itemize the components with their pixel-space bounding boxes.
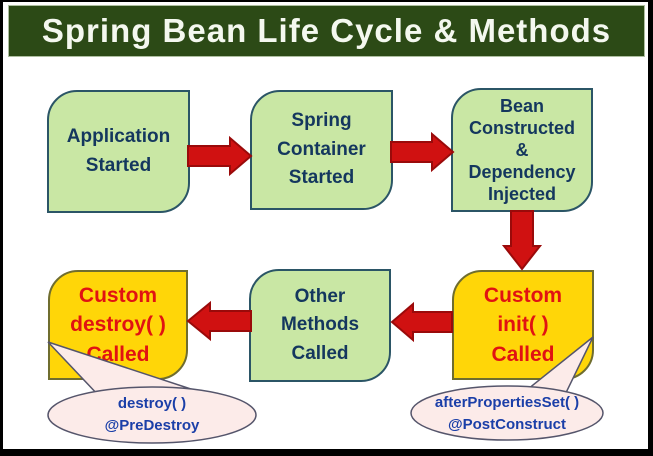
box-other-methods-called: Other Methods Called [249, 269, 391, 382]
callout-line: afterPropertiesSet( ) [434, 393, 580, 411]
box-line: & [515, 139, 529, 160]
title-banner: Spring Bean Life Cycle & Methods [8, 5, 645, 57]
box-line: Other [294, 285, 346, 307]
box-line: Injected [487, 184, 557, 205]
page-title: Spring Bean Life Cycle & Methods [41, 12, 612, 49]
box-bean-constructed: Bean Constructed & Dependency Injected [451, 88, 593, 212]
box-line: init( ) [497, 313, 549, 337]
box-line: Constructed [468, 117, 575, 138]
arrow-other-to-destroy-icon [186, 300, 252, 342]
box-line: Called [86, 342, 150, 366]
callout-postconstruct: afterPropertiesSet( ) @PostConstruct [412, 390, 602, 438]
callout-predestroy: destroy( ) @PreDestroy [58, 390, 246, 440]
arrow-container-to-bean-icon [390, 131, 455, 173]
box-line: Spring [291, 110, 352, 132]
box-custom-init-called: Custom init( ) Called [452, 270, 594, 380]
box-line: Dependency [468, 162, 576, 183]
arrow-application-to-container-icon [187, 135, 253, 177]
box-line: Custom [78, 283, 158, 307]
box-line: Started [288, 167, 355, 189]
box-line: Called [291, 342, 349, 364]
box-line: destroy( ) [70, 313, 166, 337]
box-application-started: Application Started [47, 90, 190, 213]
box-line: Application [66, 126, 171, 147]
callout-line: @PreDestroy [104, 417, 200, 434]
box-line: Bean [499, 95, 544, 116]
box-custom-destroy-called: Custom destroy( ) Called [48, 270, 188, 380]
box-line: Started [85, 154, 152, 176]
callout-line: destroy( ) [117, 394, 187, 412]
arrow-bean-to-init-icon [501, 210, 543, 271]
box-spring-container-started: Spring Container Started [250, 90, 393, 210]
box-line: Called [491, 342, 555, 366]
box-line: Methods [280, 314, 360, 336]
box-line: Custom [483, 283, 563, 307]
callout-line: @PostConstruct [448, 416, 566, 433]
box-line: Container [277, 138, 366, 160]
arrow-init-to-other-icon [390, 301, 453, 343]
